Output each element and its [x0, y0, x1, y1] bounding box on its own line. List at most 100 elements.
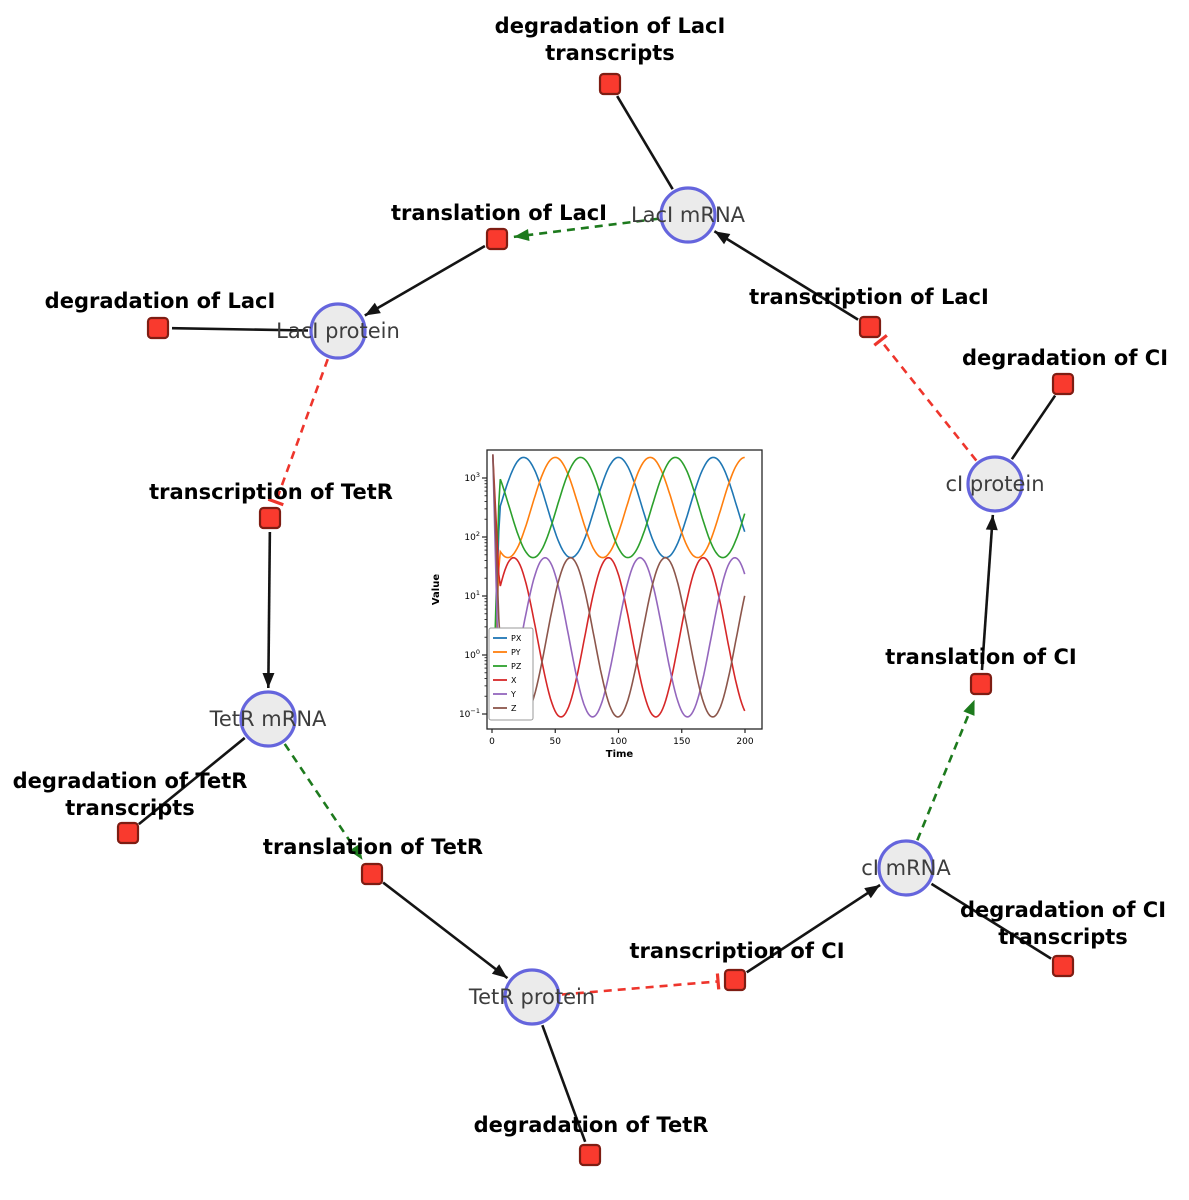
edge-production-r_transl_laci-to-laci_protein [364, 244, 486, 317]
species-label-laci_protein: LacI protein [276, 319, 400, 343]
x-tick-label: 50 [550, 737, 562, 747]
y-axis-label: Value [431, 574, 442, 605]
edge-consumption-tetr_mrna-to-r_deg_tetr_tx [138, 736, 246, 826]
reaction-square-r_deg_ci[interactable] [1051, 372, 1075, 396]
reaction-node-r_deg_laci_tx[interactable] [598, 72, 622, 96]
edge-consumption-laci_protein-to-r_deg_laci [171, 326, 309, 332]
reaction-label-r_deg_laci: degradation of LacI [45, 289, 276, 313]
reaction-square-r_deg_ci_tx[interactable] [1051, 954, 1075, 978]
legend-label-PX: PX [511, 634, 522, 643]
reaction-node-r_txn_ci[interactable] [723, 968, 747, 992]
legend-label-X: X [511, 676, 517, 685]
reaction-square-r_deg_laci_tx[interactable] [598, 72, 622, 96]
reaction-square-r_txn_tetr[interactable] [258, 506, 282, 530]
reaction-label-r_deg_tetr: degradation of TetR [474, 1113, 709, 1137]
reaction-node-r_txn_laci[interactable] [858, 315, 882, 339]
species-node-laci_mrna[interactable]: LacI mRNA [631, 186, 746, 244]
reaction-label-r_txn_tetr: transcription of TetR [149, 480, 393, 504]
reaction-node-r_transl_laci[interactable] [485, 227, 509, 251]
edge-consumption-ci_protein-to-r_deg_ci [1010, 394, 1057, 460]
species-node-tetr_mrna[interactable]: TetR mRNA [209, 690, 327, 748]
y-tick-label: 102 [464, 530, 480, 543]
edge-production-r_transl_tetr-to-tetr_protein [382, 881, 509, 980]
series-line-PZ [492, 456, 746, 715]
x-axis-label: Time [606, 749, 634, 760]
species-label-tetr_mrna: TetR mRNA [209, 707, 327, 731]
species-circle-tetr_protein[interactable] [503, 968, 561, 1026]
reaction-label-r_transl_ci: translation of CI [885, 645, 1076, 669]
legend: PX PY PZ XYZ [488, 627, 534, 721]
species-circle-ci_mrna[interactable] [877, 839, 935, 897]
species-circle-laci_mrna[interactable] [659, 186, 717, 244]
species-circle-tetr_mrna[interactable] [239, 690, 297, 748]
reaction-node-r_transl_tetr[interactable] [360, 862, 384, 886]
edge-consumption-ci_mrna-to-r_deg_ci_tx [930, 882, 1052, 960]
reaction-square-r_transl_tetr[interactable] [360, 862, 384, 886]
edge-catalysis-laci_mrna-to-r_transl_laci [513, 217, 659, 241]
legend-label-PY: PY [511, 648, 521, 657]
x-tick-label: 100 [610, 737, 627, 747]
reaction-node-r_transl_ci[interactable] [969, 672, 993, 696]
series-line-Y [492, 454, 746, 718]
species-label-ci_protein: cI protein [945, 472, 1044, 496]
species-label-laci_mrna: LacI mRNA [631, 203, 746, 227]
edge-catalysis-tetr_mrna-to-r_transl_tetr [283, 743, 364, 861]
reaction-square-r_transl_laci[interactable] [485, 227, 509, 251]
species-node-ci_mrna[interactable]: cI mRNA [861, 839, 951, 897]
species-label-ci_mrna: cI mRNA [861, 856, 951, 880]
species-circle-ci_protein[interactable] [966, 455, 1024, 513]
reaction-label-r_txn_laci: transcription of LacI [749, 285, 989, 309]
reaction-node-r_deg_tetr_tx[interactable] [116, 821, 140, 845]
reaction-node-r_txn_tetr[interactable] [258, 506, 282, 530]
reaction-square-r_transl_ci[interactable] [969, 672, 993, 696]
reaction-label-r_txn_ci: transcription of CI [629, 939, 844, 963]
series-line-PX [492, 456, 746, 715]
reaction-node-r_deg_tetr[interactable] [578, 1143, 602, 1167]
edge-production-r_txn_tetr-to-tetr_mrna [262, 531, 275, 689]
reaction-label-r_transl_laci: translation of LacI [391, 201, 607, 225]
reaction-node-r_deg_laci[interactable] [146, 316, 170, 340]
species-node-tetr_protein[interactable]: TetR protein [468, 968, 595, 1026]
edge-inhibition-tetr_protein-to-r_txn_ci [561, 973, 721, 996]
x-tick-label: 200 [736, 737, 753, 747]
x-tick-label: 150 [673, 737, 690, 747]
edge-production-r_txn_laci-to-laci_mrna [713, 230, 859, 321]
edge-production-r_txn_ci-to-ci_mrna [745, 883, 881, 974]
edge-inhibition-ci_protein-to-r_txn_laci [873, 334, 978, 462]
edge-inhibition-laci_protein-to-r_txn_tetr [267, 358, 329, 507]
edge-consumption-laci_mrna-to-r_deg_laci_tx [616, 95, 674, 190]
edge-consumption-tetr_protein-to-r_deg_tetr [541, 1024, 587, 1143]
series-line-PY [492, 456, 745, 715]
legend-label-PZ: PZ [511, 662, 522, 671]
legend-box [488, 627, 534, 721]
legend-label-Z: Z [511, 704, 517, 713]
edge-production-r_transl_ci-to-ci_protein [980, 514, 998, 671]
series-layer [492, 454, 746, 718]
series-line-Z [492, 454, 746, 718]
reaction-label-r_deg_ci: degradation of CI [962, 346, 1168, 370]
series-line-X [492, 454, 746, 718]
reaction-node-r_deg_ci_tx[interactable] [1051, 954, 1075, 978]
edge-catalysis-ci_mrna-to-r_transl_ci [916, 699, 976, 841]
legend-label-Y: Y [510, 690, 516, 699]
species-label-tetr_protein: TetR protein [468, 985, 595, 1009]
x-tick-label: 0 [489, 737, 495, 747]
species-circle-laci_protein[interactable] [309, 302, 367, 360]
species-node-laci_protein[interactable]: LacI protein [276, 302, 400, 360]
reaction-square-r_deg_laci[interactable] [146, 316, 170, 340]
reaction-square-r_txn_laci[interactable] [858, 315, 882, 339]
y-tick-label: 103 [464, 471, 480, 484]
reaction-square-r_deg_tetr[interactable] [578, 1143, 602, 1167]
reaction-node-r_deg_ci[interactable] [1051, 372, 1075, 396]
species-node-ci_protein[interactable]: cI protein [945, 455, 1045, 513]
y-tick-label: 101 [464, 589, 480, 602]
reaction-square-r_txn_ci[interactable] [723, 968, 747, 992]
reaction-square-r_deg_tetr_tx[interactable] [116, 821, 140, 845]
